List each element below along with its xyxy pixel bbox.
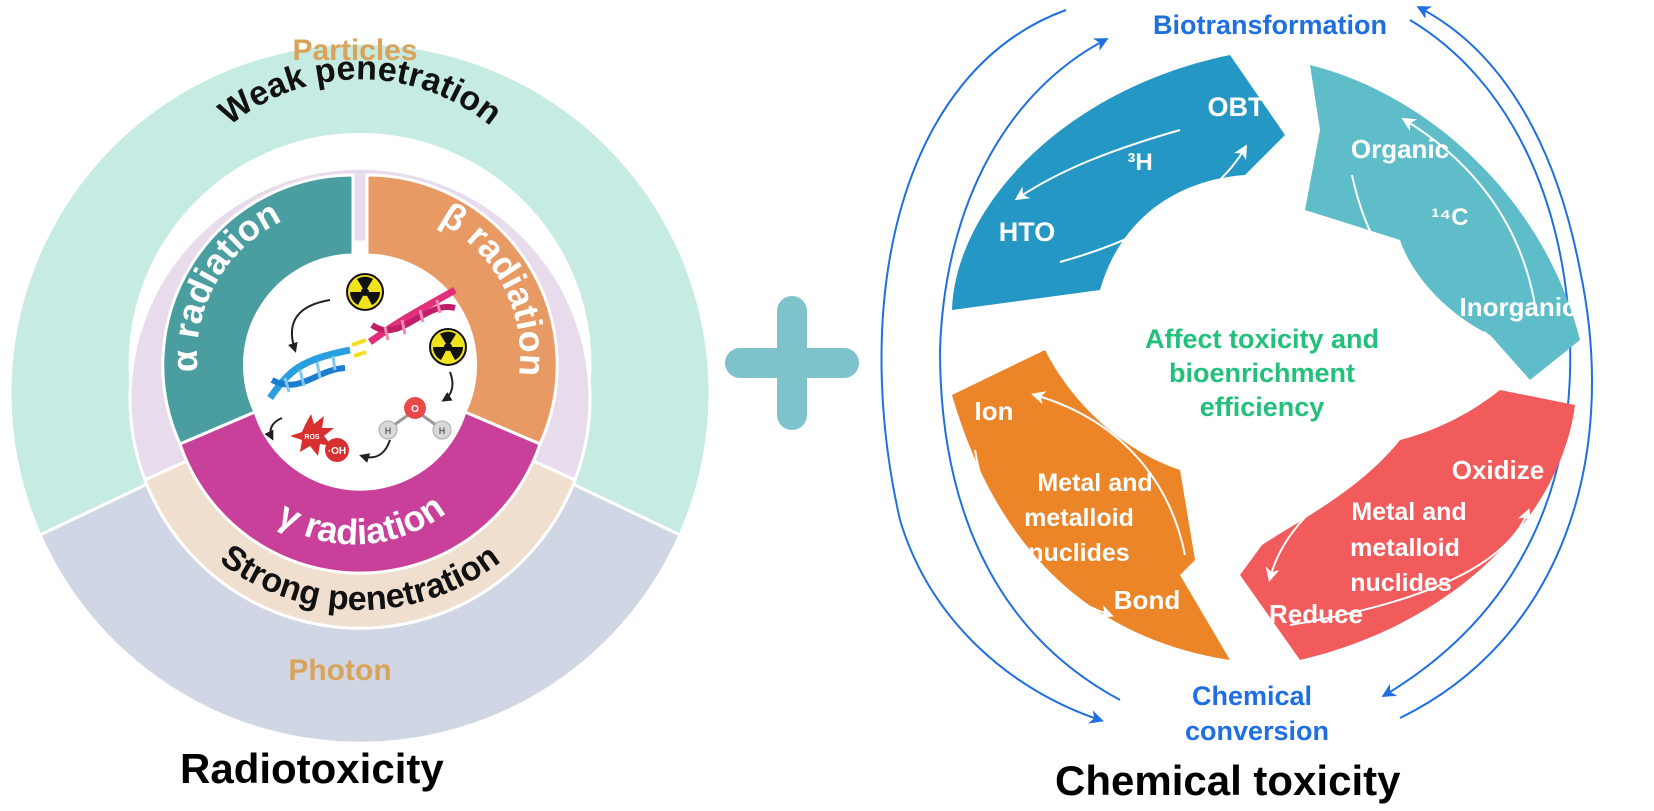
obt-label: OBT: [1208, 92, 1266, 122]
tritium-element-label: ³H: [1127, 149, 1152, 176]
chemical-conversion-line1: Chemical: [1192, 681, 1312, 711]
radiation-hazard-icon: [346, 273, 384, 311]
outer-cycle-arrow: [880, 9, 1104, 724]
carbon-element-label: ¹⁴C: [1431, 204, 1468, 231]
particles-ring: [8, 41, 712, 538]
alpha-segment: [161, 173, 355, 446]
svg-text:ROS: ROS: [304, 434, 320, 441]
metal-orange-line3: nuclides: [1028, 539, 1129, 567]
carbon-segment: [1305, 65, 1580, 380]
carbon-arrow: [1401, 117, 1536, 306]
hto-label: HTO: [999, 217, 1056, 247]
chemical-toxicity-caption: Chemical toxicity: [1055, 757, 1401, 804]
tritium-segment: [952, 55, 1285, 310]
center-line1: Affect toxicity and: [1145, 324, 1379, 354]
metal-redox-arrow: [1265, 481, 1351, 582]
radiation-hazard-icon: [429, 328, 467, 366]
outer-cycle-arrow: [938, 38, 1121, 701]
svg-text:H: H: [439, 426, 446, 436]
beta-segment: [365, 173, 559, 446]
bond-label: Bond: [1114, 585, 1180, 615]
metal-orange-line1: Metal and: [1037, 469, 1152, 497]
metal-ion-arrow: [1031, 391, 1186, 556]
ion-label: Ion: [975, 396, 1014, 426]
reduce-label: Reduce: [1269, 599, 1363, 629]
hydroxyl-radical-icon: ·OH: [325, 438, 349, 462]
dna-illustration: [267, 286, 457, 401]
photon-label: Photon: [288, 654, 391, 687]
center-line2: bioenrichment: [1169, 358, 1355, 388]
metal-red-line2: metalloid: [1350, 534, 1460, 562]
chemical-cycle: OBT ³H HTO Organic ¹⁴C Inorganic Ion Met…: [880, 6, 1593, 746]
svg-text:O: O: [411, 404, 419, 415]
water-molecule-icon: O H H: [378, 397, 452, 440]
curved-arrow: [359, 439, 391, 463]
particles-label: Particles: [292, 34, 417, 67]
chemical-conversion-line2: conversion: [1185, 716, 1329, 746]
curved-arrow: [264, 417, 283, 441]
metal-orange-line2: metalloid: [1024, 504, 1134, 532]
gamma-segment: [178, 409, 542, 575]
organic-label: Organic: [1351, 134, 1449, 164]
metal-redox-arrow: [1289, 508, 1531, 626]
metal-red-line1: Metal and: [1351, 498, 1466, 526]
svg-text:H: H: [385, 426, 392, 436]
oxidize-label: Oxidize: [1452, 455, 1544, 485]
inorganic-label: Inorganic: [1459, 292, 1576, 322]
metal-redox-segment: [1240, 390, 1575, 660]
metal-red-line3: nuclides: [1350, 569, 1451, 597]
curved-arrow: [288, 299, 331, 353]
curved-arrow: [441, 371, 454, 402]
radiotoxicity-wheel: Particles Photon Weak penetration Strong…: [8, 34, 712, 745]
svg-text:·OH: ·OH: [328, 446, 346, 457]
radiotoxicity-caption: Radiotoxicity: [180, 745, 444, 792]
outer-cycle-arrow: [1399, 6, 1593, 719]
plus-sign: [725, 296, 859, 430]
biotransformation-label: Biotransformation: [1153, 10, 1387, 40]
ros-burst-icon: ROS: [290, 414, 334, 456]
tritium-arrow: [1059, 144, 1248, 263]
metal-ion-arrow: [974, 449, 1114, 619]
metal-ion-segment: [952, 350, 1230, 660]
center-line3: efficiency: [1200, 392, 1325, 422]
tritium-arrow: [1014, 129, 1181, 201]
carbon-arrow: [1351, 174, 1496, 345]
